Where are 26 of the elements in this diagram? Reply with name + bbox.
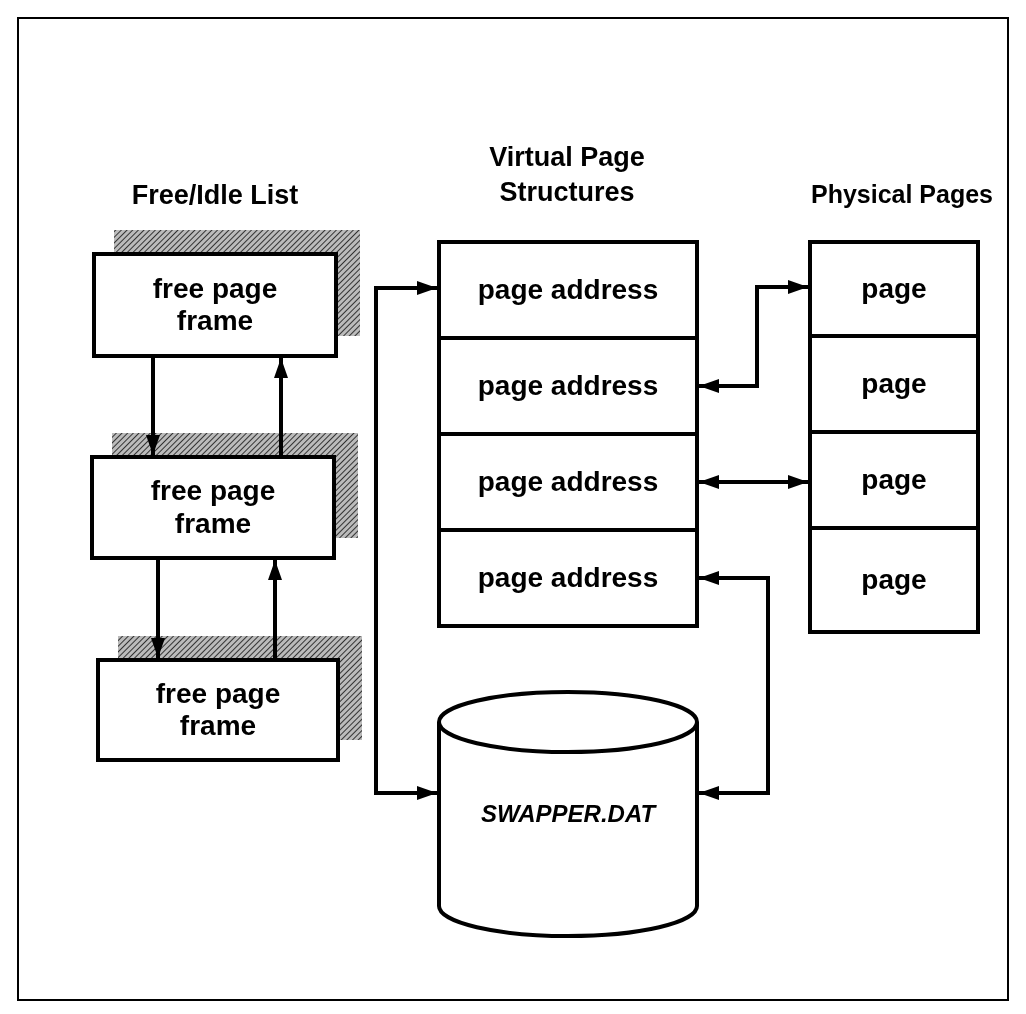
node-label: page address [476,369,660,403]
arrow [699,475,808,489]
node-label: page address [476,273,660,307]
arrow [151,560,165,658]
process-box [96,658,340,762]
node-label: free page frame [149,475,277,540]
arrow [374,281,437,800]
arrow [146,358,160,455]
column-heading: Virtual Page Structures [488,141,646,210]
node-label: free page frame [151,272,279,338]
column-heading: Physical Pages [809,179,995,210]
arrow [268,560,282,658]
arrow [699,280,808,393]
arrow [699,571,770,800]
column-heading: Free/Idle List [130,179,300,212]
node-label: page [860,563,928,597]
process-box [92,252,338,358]
node-label: page [860,367,928,401]
arrow [274,358,288,455]
node-label: page [860,463,928,497]
node-label: page address [476,465,660,499]
process-box [90,455,336,560]
node-label: free page frame [154,677,282,743]
node-label: page address [476,561,660,595]
node-label: page [860,272,928,306]
node-label: SWAPPER.DAT [479,800,658,828]
